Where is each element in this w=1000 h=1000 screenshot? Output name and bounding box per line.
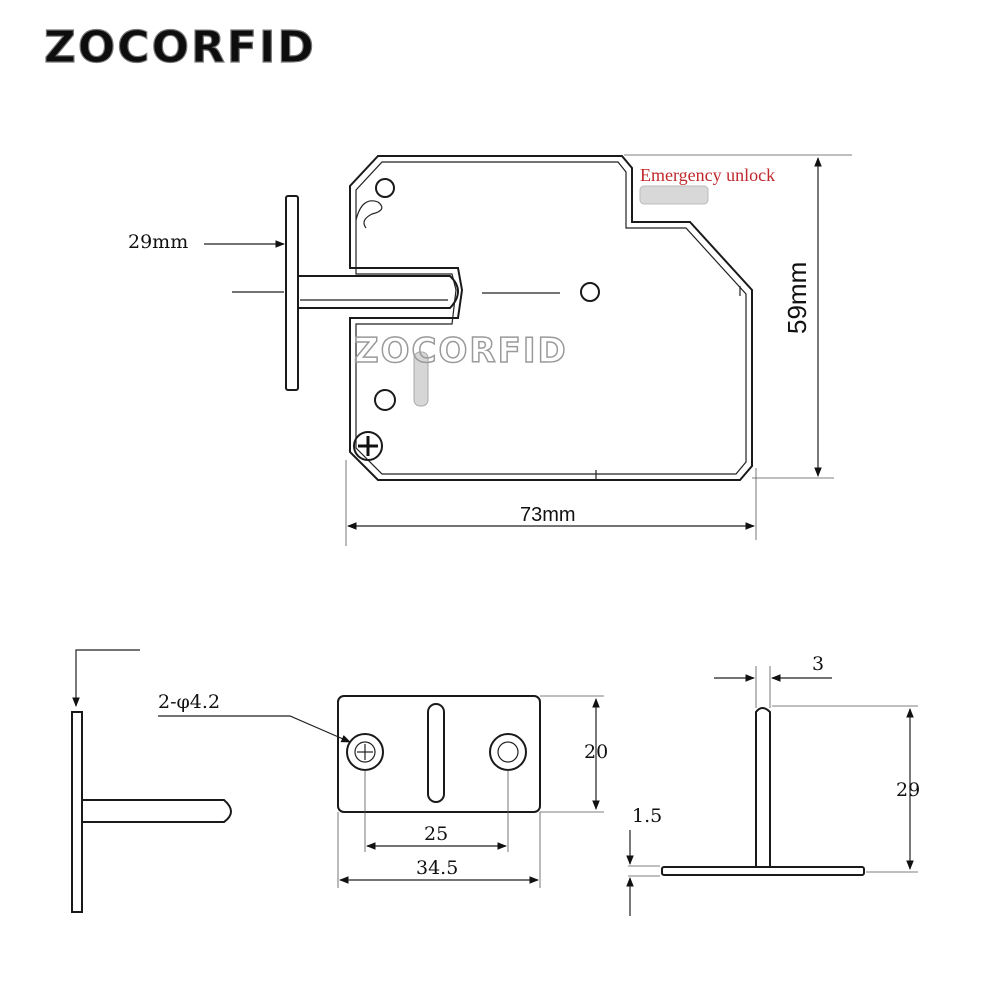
bolt-length-label: 29mm — [128, 231, 188, 253]
emergency-unlock-note: Emergency unlock — [640, 165, 775, 185]
height-label: 59mm — [782, 262, 812, 334]
hole-spacing-dimension: 25 — [364, 770, 509, 852]
hole-spacing-label: 25 — [424, 823, 448, 845]
plate-width-label: 34.5 — [416, 857, 458, 879]
plate-height-dimension: 20 — [540, 695, 608, 813]
plate-thickness-dimension: 1.5 — [626, 805, 662, 916]
bolt-dimension: 29mm — [128, 231, 285, 253]
width-label: 73mm — [520, 504, 576, 526]
height-dimension: 59mm — [624, 154, 852, 479]
plate-width-dimension: 34.5 — [337, 812, 541, 888]
brand-logo: ZOCORFID — [44, 22, 316, 73]
width-dimension: 73mm — [345, 460, 757, 546]
pin-thickness-label: 3 — [812, 653, 824, 675]
watermark: ZOCORFID — [354, 331, 568, 371]
pin-length-dimension: 29 — [772, 705, 920, 873]
strike-side-view — [661, 707, 865, 876]
plate-thickness-label: 1.5 — [632, 805, 662, 827]
bolt-side-view — [71, 649, 232, 913]
pin-thickness-dimension: 3 — [714, 653, 832, 708]
strike-plate: 2-φ4.2 — [158, 691, 541, 813]
screw-icon — [353, 431, 383, 461]
pin-length-label: 29 — [896, 779, 920, 801]
lock-body — [349, 155, 753, 481]
hole-label: 2-φ4.2 — [158, 691, 220, 713]
plate-height-label: 20 — [584, 741, 608, 763]
bolt-assembly — [232, 195, 459, 391]
